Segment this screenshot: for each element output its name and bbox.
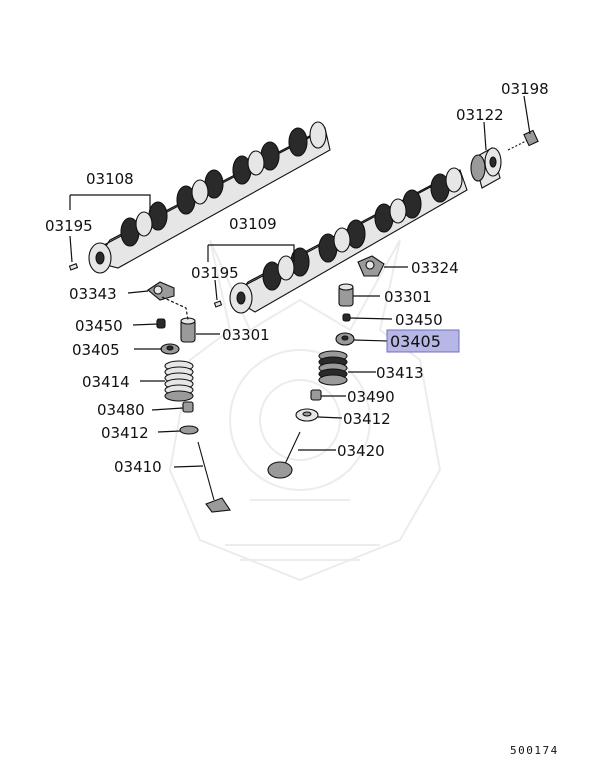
label-03405-left[interactable]: 03405 <box>72 341 120 359</box>
stem-seal-right-icon[interactable] <box>342 313 351 322</box>
dowel-pin-right-icon[interactable] <box>213 300 223 308</box>
rocker-arm-right-icon[interactable] <box>357 255 385 277</box>
retainer-right-icon[interactable] <box>335 332 355 346</box>
stem-seal-left-icon[interactable] <box>156 318 166 329</box>
lash-adjuster-right-icon[interactable] <box>338 283 354 307</box>
label-03480[interactable]: 03480 <box>97 401 145 419</box>
bolt-icon[interactable] <box>507 129 539 151</box>
stem-cap-left-icon[interactable] <box>182 401 194 413</box>
label-03301-right[interactable]: 03301 <box>384 288 432 306</box>
lash-adjuster-left-icon[interactable] <box>180 317 196 343</box>
valve-right-icon[interactable] <box>267 431 301 479</box>
part-labels: 03198 03122 03108 03195 03109 03195 0332… <box>45 80 549 476</box>
label-03122[interactable]: 03122 <box>456 106 504 124</box>
label-03343[interactable]: 03343 <box>69 285 117 303</box>
valve-spring-left-icon[interactable] <box>164 360 194 402</box>
label-03414[interactable]: 03414 <box>82 373 130 391</box>
spring-seat-left-icon[interactable] <box>179 425 199 435</box>
label-03109[interactable]: 03109 <box>229 215 277 233</box>
spring-seat-right-icon[interactable] <box>295 408 319 422</box>
valve-spring-right-icon[interactable] <box>318 350 348 386</box>
camshaft-left-icon[interactable] <box>88 121 331 274</box>
drawing-code: 500174 <box>510 744 559 757</box>
cam-adapter-icon[interactable] <box>470 147 502 189</box>
label-03198[interactable]: 03198 <box>501 80 549 98</box>
retainer-left-icon[interactable] <box>160 343 180 355</box>
label-03420[interactable]: 03420 <box>337 442 385 460</box>
label-03450-right[interactable]: 03450 <box>395 311 443 329</box>
label-03301-left[interactable]: 03301 <box>222 326 270 344</box>
leader-lines <box>69 95 531 468</box>
label-03195-right[interactable]: 03195 <box>191 264 239 282</box>
highlight-box <box>386 329 460 353</box>
label-03405-highlighted[interactable]: 03405 <box>390 332 441 351</box>
label-03450-left[interactable]: 03450 <box>75 317 123 335</box>
label-03410[interactable]: 03410 <box>114 458 162 476</box>
camshaft-right-icon[interactable] <box>229 167 468 314</box>
rocker-arm-left-icon[interactable] <box>147 281 175 301</box>
label-03413[interactable]: 03413 <box>376 364 424 382</box>
label-03412-right[interactable]: 03412 <box>343 410 391 428</box>
label-03412-left[interactable]: 03412 <box>101 424 149 442</box>
stem-cap-right-icon[interactable] <box>310 389 322 401</box>
dowel-pin-left-icon[interactable] <box>68 263 79 271</box>
label-03195-left[interactable]: 03195 <box>45 217 93 235</box>
label-03108[interactable]: 03108 <box>86 170 134 188</box>
valve-left-icon[interactable] <box>197 441 231 513</box>
label-03324[interactable]: 03324 <box>411 259 459 277</box>
label-03490[interactable]: 03490 <box>347 388 395 406</box>
